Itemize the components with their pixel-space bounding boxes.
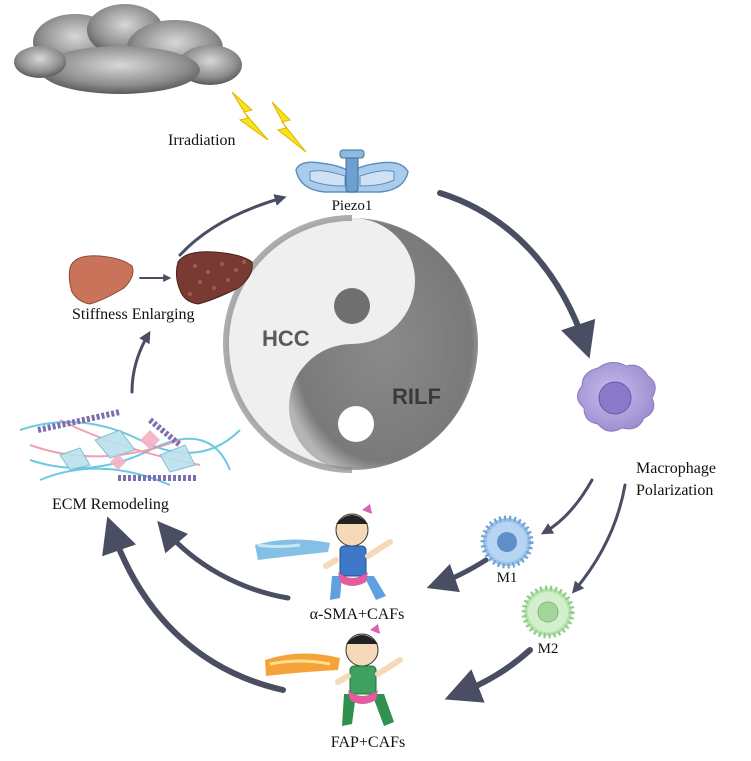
- yin-yang-symbol: [223, 215, 478, 473]
- fibroblast-character-icon: [265, 624, 403, 726]
- lightning-icon: [231, 91, 307, 153]
- m1-macrophage-icon: [480, 515, 534, 569]
- arrow-macrophage-to-m1: [540, 478, 594, 535]
- label-stiffness-enlarging: Stiffness Enlarging: [72, 306, 195, 323]
- cycle-arrows: [102, 190, 627, 703]
- macrophage-icon: [577, 362, 656, 432]
- cloud-icon: [14, 4, 242, 94]
- ecm-fiber-icon: [19, 409, 241, 486]
- label-ecm-remodeling: ECM Remodeling: [52, 496, 169, 513]
- label-rilf: RILF: [392, 384, 441, 409]
- label-irradiation: Irradiation: [168, 132, 236, 149]
- m2-macrophage-icon: [521, 585, 575, 639]
- label-hcc: HCC: [262, 326, 310, 351]
- label-piezo1: Piezo1: [331, 198, 373, 214]
- label-macrophage-polarization-line2: Polarization: [636, 482, 714, 499]
- label-alpha-sma-cafs: α-SMA+CAFs: [309, 606, 405, 623]
- arrow-m1-to-alpha-sma: [426, 557, 489, 593]
- label-fap-cafs: FAP+CAFs: [330, 734, 406, 751]
- label-macrophage-polarization-line1: Macrophage: [636, 460, 716, 477]
- arrow-piezo-to-macrophage: [437, 190, 596, 359]
- arrow-alpha-sma-to-ecm: [157, 520, 291, 601]
- arrow-macrophage-to-m2: [571, 483, 627, 594]
- arrow-m2-to-fap: [444, 647, 533, 703]
- fibroblast-character-icon: [255, 504, 393, 600]
- arrow-stiffness-to-piezo1: [178, 194, 287, 257]
- label-m2: M2: [537, 641, 559, 657]
- fibrotic-liver-icon: [175, 251, 253, 305]
- label-m1: M1: [496, 570, 518, 586]
- piezo1-channel-icon: [295, 149, 409, 193]
- arrow-fap-to-ecm: [102, 516, 286, 693]
- healthy-liver-icon: [68, 255, 134, 305]
- arrow-ecm-to-stiffness: [130, 330, 151, 394]
